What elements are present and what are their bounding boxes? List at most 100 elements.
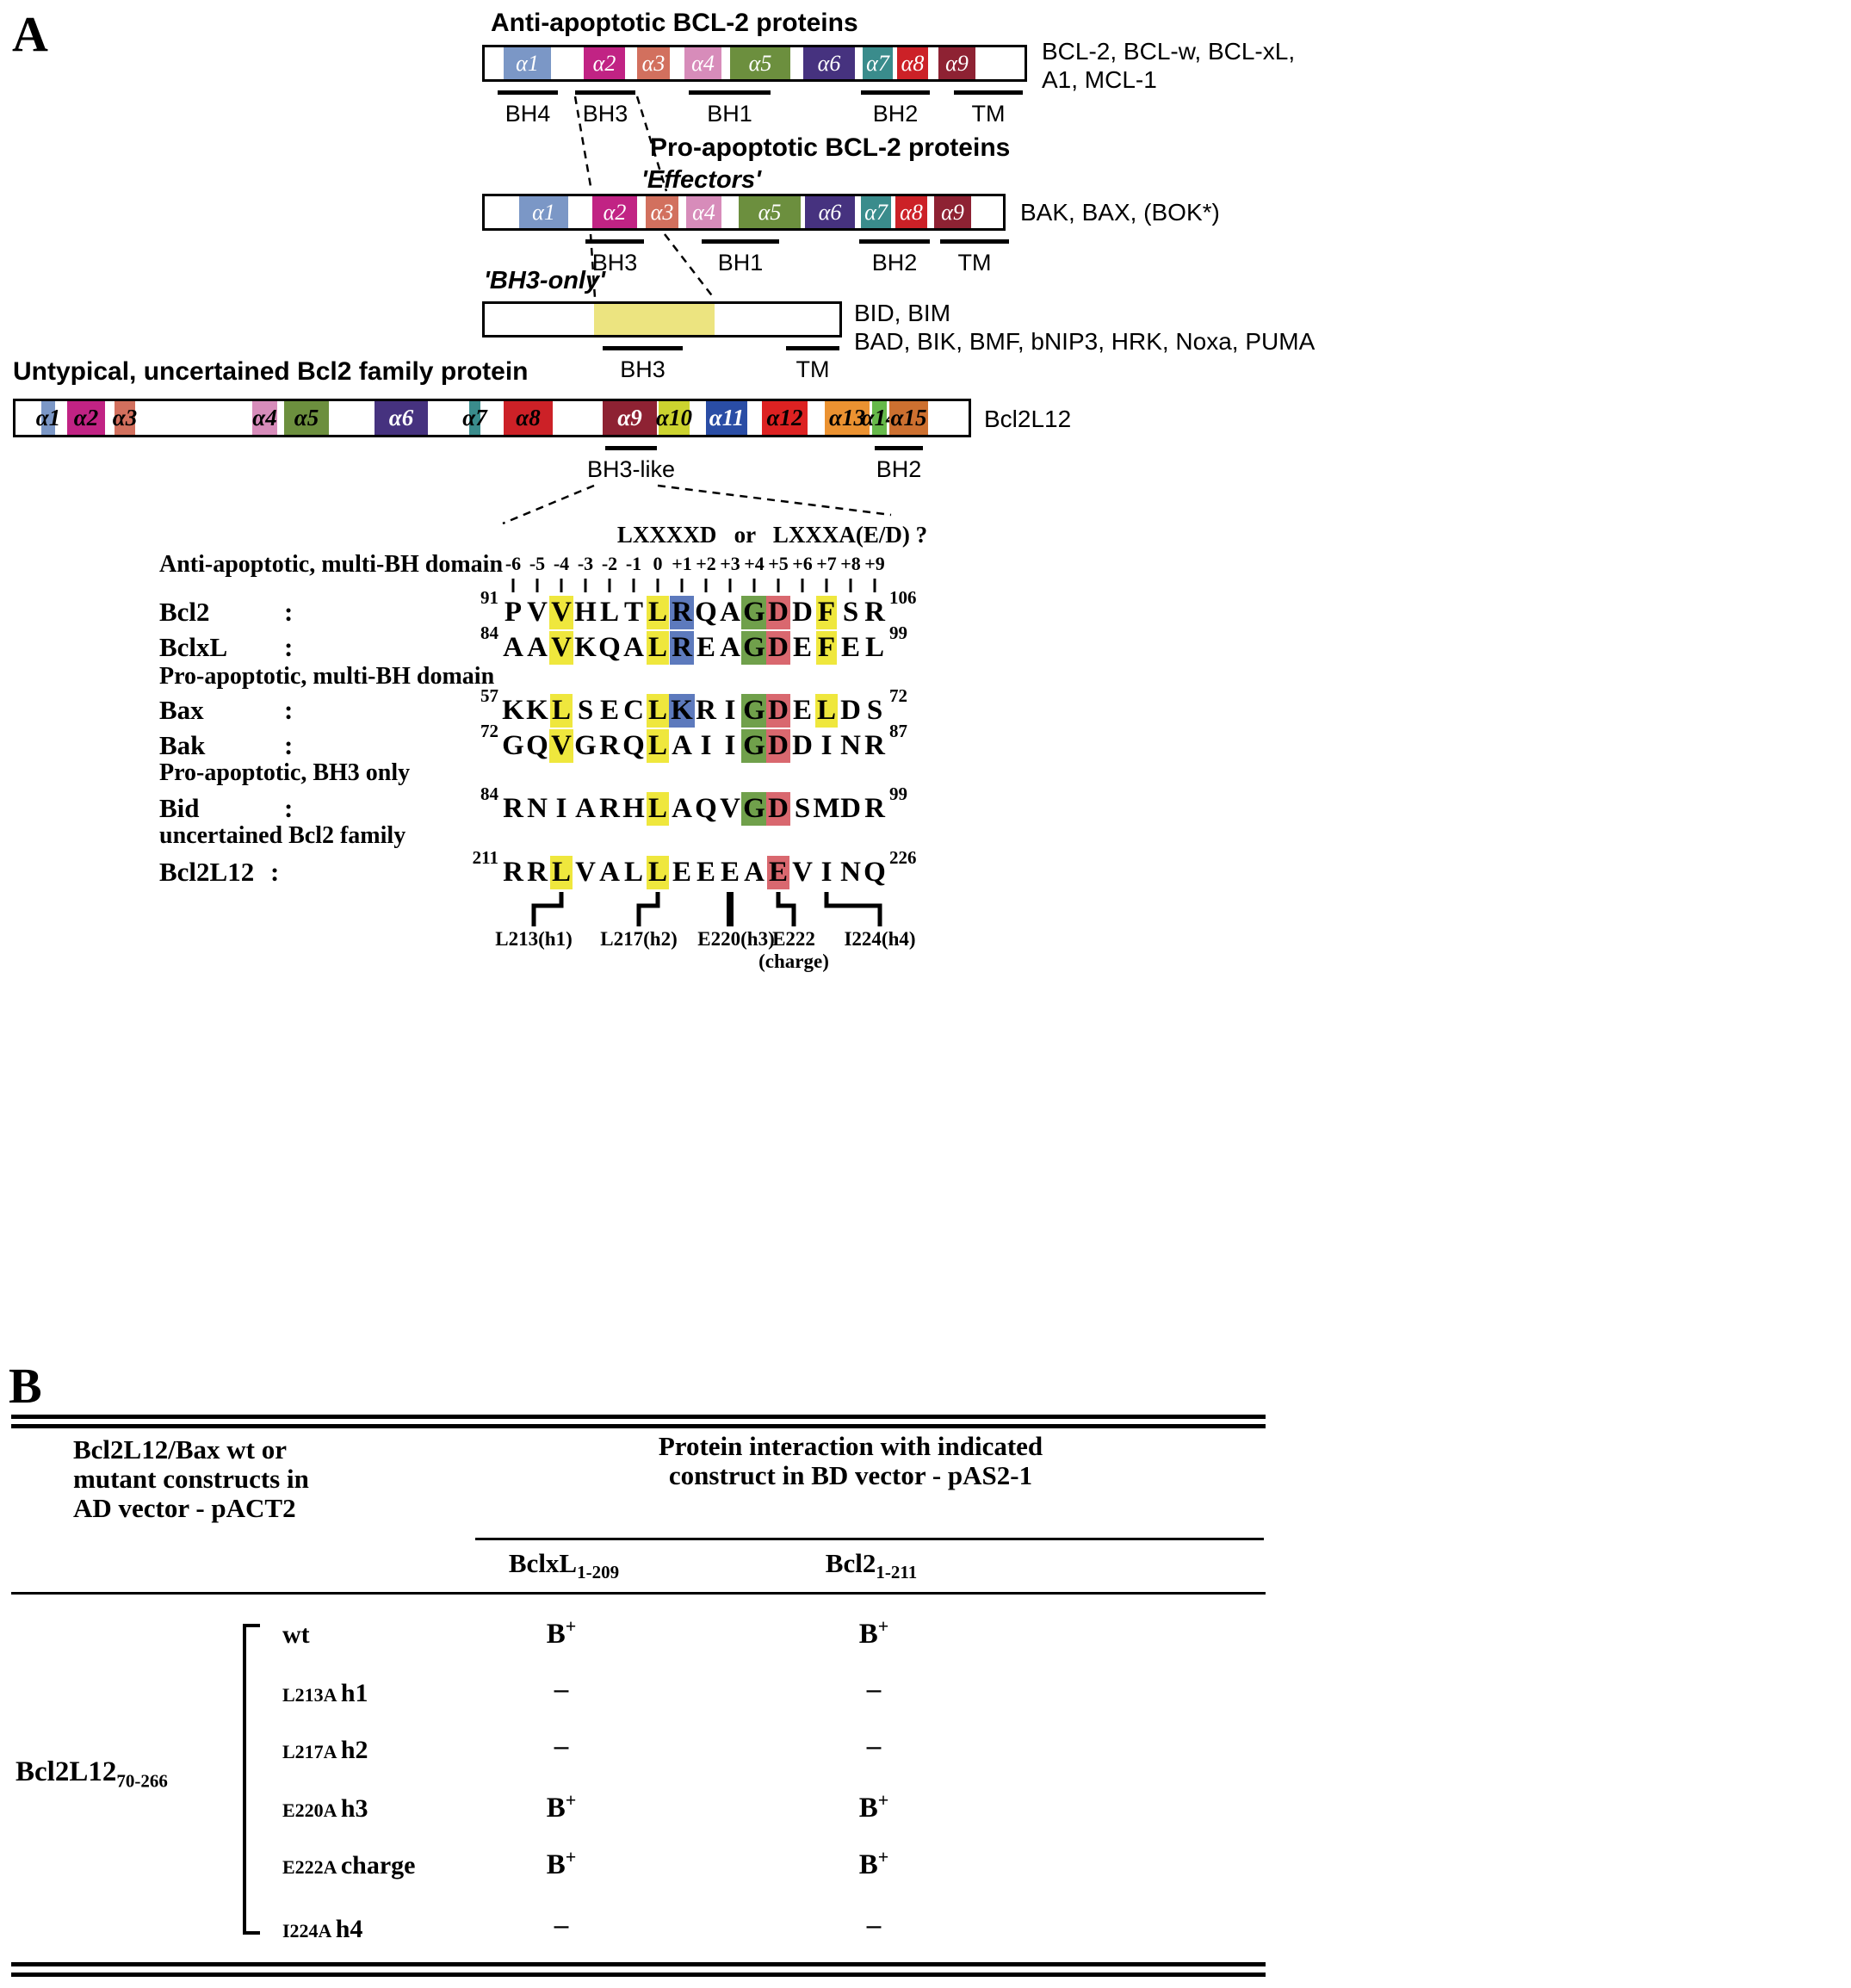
helix-segment: α10: [656, 401, 692, 435]
residue-letter: E: [840, 631, 860, 663]
ruler-tick: [584, 579, 587, 592]
residue-letter: D: [766, 630, 790, 665]
residue-cell: F: [814, 594, 839, 630]
residue-cell: I: [718, 692, 742, 728]
ruler-number: +4: [744, 553, 765, 574]
residue-cell: I: [814, 728, 839, 764]
construct-label: E222A charge: [282, 1851, 416, 1880]
residue-letter: L: [646, 728, 669, 763]
residue-cell: R: [501, 854, 525, 890]
helix-segment: α9: [934, 196, 971, 228]
residue-letter: A: [503, 631, 523, 663]
residue-letter: E: [792, 694, 812, 726]
residue-cell: I: [694, 728, 718, 764]
residue-letter: K: [502, 694, 524, 726]
construct-label: I224A h4: [282, 1915, 362, 1944]
residue-letter: I: [724, 694, 736, 726]
residue-letter: Q: [622, 729, 645, 761]
bar-member-label: Bcl2L12: [984, 406, 1072, 432]
sequence-name: Bcl2: [159, 597, 210, 627]
residue-cell: R: [670, 629, 694, 666]
bar-subtitle-effectors: 'Effectors': [641, 166, 761, 194]
residue-cell: G: [741, 728, 767, 764]
result-b: B: [546, 1793, 566, 1824]
bh-label: BH1: [707, 101, 752, 127]
residue-letter: L: [646, 630, 669, 665]
bh-label: BH3: [582, 101, 628, 127]
residue-letter: V: [527, 596, 548, 628]
motif-header: LXXXXD or LXXXA(E/D) ?: [616, 522, 928, 548]
construct-mutation-code: L217A: [282, 1741, 341, 1762]
ruler-number: -1: [625, 553, 642, 574]
residue-cell: R: [597, 728, 622, 764]
result-plus: +: [565, 1789, 577, 1811]
alignment-group-header: uncertained Bcl2 family: [159, 822, 406, 849]
mutation-annotation-sub: (charge): [758, 951, 829, 972]
bh-label: TM: [795, 356, 830, 382]
ruler-tick: [560, 579, 563, 592]
sequence-name: Bcl2L12: [159, 857, 255, 887]
residue-cell: R: [597, 790, 622, 827]
residue-number-start: 72: [480, 721, 498, 741]
ruler-number: +2: [696, 553, 716, 574]
residue-letter: F: [815, 630, 838, 665]
residue-cell: E: [597, 692, 622, 728]
bh-underline: [575, 90, 635, 95]
residue-letter: P: [504, 596, 523, 628]
residue-cell: S: [790, 790, 814, 827]
residue-letter: A: [527, 631, 548, 663]
residue-cell: K: [525, 692, 549, 728]
bh-label: BH2: [871, 250, 918, 276]
bar-member-label: BID, BIM: [854, 300, 951, 326]
residue-letter: R: [599, 792, 620, 824]
row-group-subscript: 70-266: [116, 1770, 168, 1792]
ruler-tick: [680, 579, 684, 592]
residue-cell: D: [790, 728, 814, 764]
residue-cell: G: [741, 594, 767, 630]
residue-letter: D: [792, 596, 813, 628]
residue-cell: N: [839, 728, 863, 764]
residue-letter: D: [766, 791, 790, 826]
helix-segment: α4: [684, 47, 721, 79]
residue-cell: Q: [525, 728, 549, 764]
residue-letter: V: [549, 728, 573, 763]
residue-cell: E: [670, 854, 694, 890]
residue-letter: D: [766, 595, 790, 629]
residue-letter: Q: [695, 596, 717, 628]
helix-segment: α3: [637, 47, 670, 79]
protein-bar-bh3-only: [482, 301, 842, 338]
ruler-tick: [535, 579, 539, 592]
result-plus: +: [877, 1789, 889, 1811]
interaction-result: –: [554, 1910, 569, 1942]
residue-cell: M: [813, 790, 839, 827]
result-b: B: [546, 1849, 566, 1880]
ruler-number: -4: [553, 553, 570, 574]
residue-letter: V: [575, 856, 596, 888]
alignment-group-header: Anti-apoptotic, multi-BH domain: [159, 551, 504, 578]
bh-label: BH4: [505, 101, 551, 127]
helix-segment: α9: [938, 47, 975, 79]
ruler-tick: [511, 579, 515, 592]
helix-segment: α5: [284, 401, 329, 435]
bh-label: TM: [971, 101, 1006, 127]
residue-letter: L: [623, 856, 643, 888]
residue-cell: S: [573, 692, 597, 728]
ruler-tick: [801, 579, 804, 592]
construct-label: wt: [282, 1620, 310, 1650]
construct-name: charge: [340, 1851, 416, 1880]
construct-name: h4: [335, 1915, 363, 1943]
mutation-annotation: E222(charge): [758, 928, 829, 972]
residue-cell: G: [741, 790, 767, 827]
interaction-result: –: [554, 1731, 569, 1762]
bh-underline: [498, 90, 558, 95]
residue-letter: R: [864, 792, 885, 824]
ruler-number: +8: [840, 553, 861, 574]
residue-letter: I: [820, 856, 833, 888]
residue-cell: A: [670, 728, 694, 764]
residue-letter: A: [623, 631, 644, 663]
residue-cell: E: [790, 692, 814, 728]
helix-segment: α11: [706, 401, 747, 435]
helix-segment: [594, 304, 715, 335]
